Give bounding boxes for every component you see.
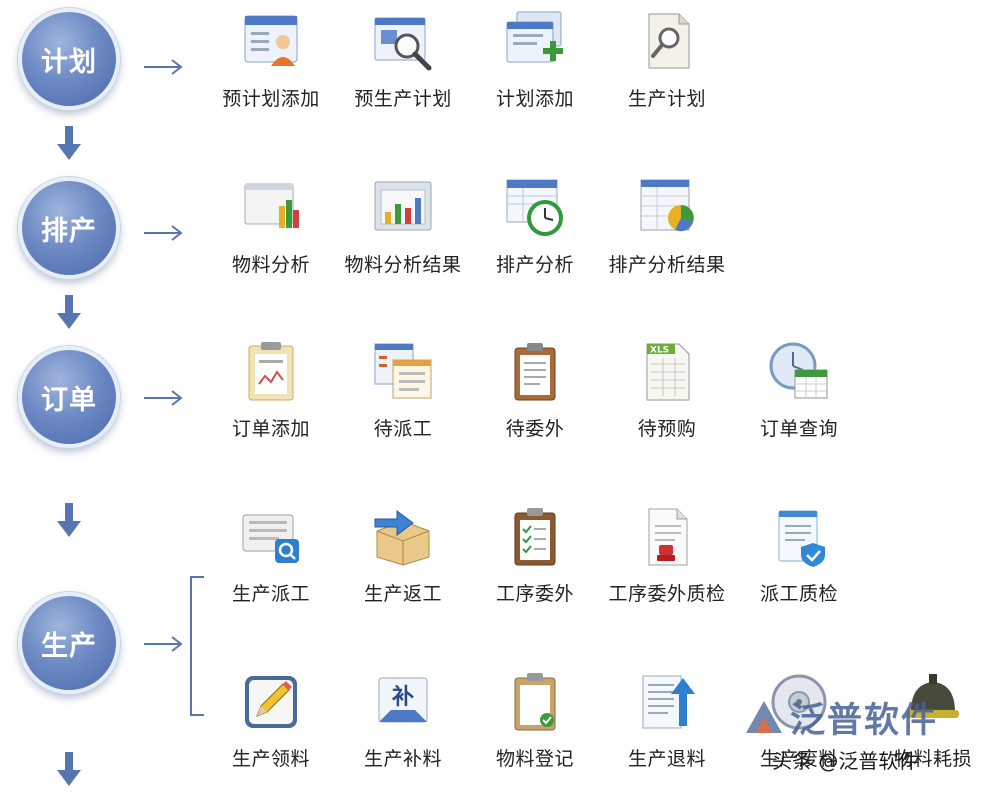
stacked-forms-icon [371, 340, 435, 404]
item-label: 排产分析结果 [608, 254, 726, 276]
item-label: 预生产计划 [354, 88, 452, 110]
xls-sheet-icon: XLS [635, 340, 699, 404]
item-pending-outsource[interactable]: 待委外 [472, 340, 598, 440]
item-plan-add[interactable]: 计划添加 [472, 10, 598, 110]
item-label: 待预购 [637, 418, 697, 440]
stamped-document-icon [635, 505, 699, 569]
bar-chart-folder-icon [371, 176, 435, 240]
keyboard-search-icon [239, 505, 303, 569]
pencil-tile-icon [239, 670, 303, 734]
right-arrow-icon [144, 225, 184, 241]
item-production-plan[interactable]: 生产计划 [604, 10, 730, 110]
item-label: 计划添加 [495, 88, 574, 110]
item-label: 订单添加 [231, 418, 310, 440]
item-material-analysis[interactable]: 物料分析 [208, 176, 334, 276]
production-bracket [190, 576, 204, 716]
item-label: 生产领料 [231, 748, 310, 770]
item-production-material-issue[interactable]: 生产领料 [208, 670, 334, 770]
magnifier-window-icon [371, 10, 435, 74]
item-material-analysis-result[interactable]: 物料分析结果 [340, 176, 466, 276]
spreadsheet-pie-icon [635, 176, 699, 240]
watermark-logo: 泛普软件 [742, 693, 992, 741]
item-label: 订单查询 [759, 418, 838, 440]
shield-document-icon [767, 505, 831, 569]
svg-text:XLS: XLS [650, 346, 669, 356]
item-pending-purchase[interactable]: XLS 待预购 [604, 340, 730, 440]
box-arrow-icon [371, 505, 435, 569]
svg-text:补: 补 [391, 685, 414, 710]
item-process-outsource[interactable]: 工序委外 [472, 505, 598, 605]
item-label: 生产补料 [363, 748, 442, 770]
stage-plan: 计划 [18, 8, 120, 110]
right-arrow-icon [144, 636, 184, 652]
down-arrow-icon [56, 752, 82, 788]
item-label: 物料分析 [231, 254, 310, 276]
right-arrow-icon [144, 59, 184, 75]
watermark-logo-text: 泛普软件 [790, 700, 939, 741]
down-arrow-icon [56, 126, 82, 162]
item-scheduling-analysis[interactable]: 排产分析 [472, 176, 598, 276]
item-production-return[interactable]: 生产退料 [604, 670, 730, 770]
user-card-icon [239, 10, 303, 74]
clock-calendar-icon [767, 340, 831, 404]
stage-production: 生产 [18, 592, 120, 694]
checklist-clipboard-icon [503, 505, 567, 569]
patch-tile-icon: 补 [371, 670, 435, 734]
item-label: 排产分析 [495, 254, 574, 276]
stage-order: 订单 [18, 346, 120, 448]
logo-mark-icon [746, 701, 782, 733]
clipboard-register-icon [503, 670, 567, 734]
item-pending-dispatch[interactable]: 待派工 [340, 340, 466, 440]
item-label: 物料耗损 [893, 748, 972, 770]
clipboard-icon [503, 340, 567, 404]
item-process-outsource-inspection[interactable]: 工序委外质检 [604, 505, 730, 605]
item-order-add[interactable]: 订单添加 [208, 340, 334, 440]
bar-chart-window-icon [239, 176, 303, 240]
item-material-loss[interactable]: 物料耗损 [870, 670, 996, 770]
item-label: 待委外 [505, 418, 565, 440]
down-arrow-icon [56, 503, 82, 539]
item-production-rework[interactable]: 生产返工 [340, 505, 466, 605]
item-production-replenish[interactable]: 补 生产补料 [340, 670, 466, 770]
disc-waste-icon [767, 670, 831, 734]
down-arrow-icon [56, 295, 82, 331]
item-scheduling-analysis-result[interactable]: 排产分析结果 [604, 176, 730, 276]
item-production-scrap[interactable]: 生产废料 [736, 670, 862, 770]
item-label: 工序委外 [495, 583, 574, 605]
item-order-query[interactable]: 订单查询 [736, 340, 862, 440]
item-label: 物料登记 [495, 748, 574, 770]
item-label: 物料分析结果 [344, 254, 462, 276]
item-label: 工序委外质检 [608, 583, 726, 605]
item-label: 生产计划 [627, 88, 706, 110]
watermark-caption: 头条 @泛普软件 [772, 749, 919, 773]
item-pre-plan-add[interactable]: 预计划添加 [208, 10, 334, 110]
stage-schedule: 排产 [18, 177, 120, 279]
item-label: 派工质检 [759, 583, 838, 605]
item-label: 生产退料 [627, 748, 706, 770]
clipboard-chart-icon [239, 340, 303, 404]
item-label: 生产废料 [759, 748, 838, 770]
item-label: 生产派工 [231, 583, 310, 605]
upload-document-icon [635, 670, 699, 734]
item-label: 生产返工 [363, 583, 442, 605]
item-pre-production-plan[interactable]: 预生产计划 [340, 10, 466, 110]
helmet-icon [901, 670, 965, 734]
item-label: 待派工 [373, 418, 433, 440]
add-window-icon [503, 10, 567, 74]
item-material-register[interactable]: 物料登记 [472, 670, 598, 770]
calendar-clock-icon [503, 176, 567, 240]
item-production-dispatch[interactable]: 生产派工 [208, 505, 334, 605]
right-arrow-icon [144, 390, 184, 406]
item-dispatch-inspection[interactable]: 派工质检 [736, 505, 862, 605]
search-document-icon [635, 10, 699, 74]
item-label: 预计划添加 [222, 88, 320, 110]
